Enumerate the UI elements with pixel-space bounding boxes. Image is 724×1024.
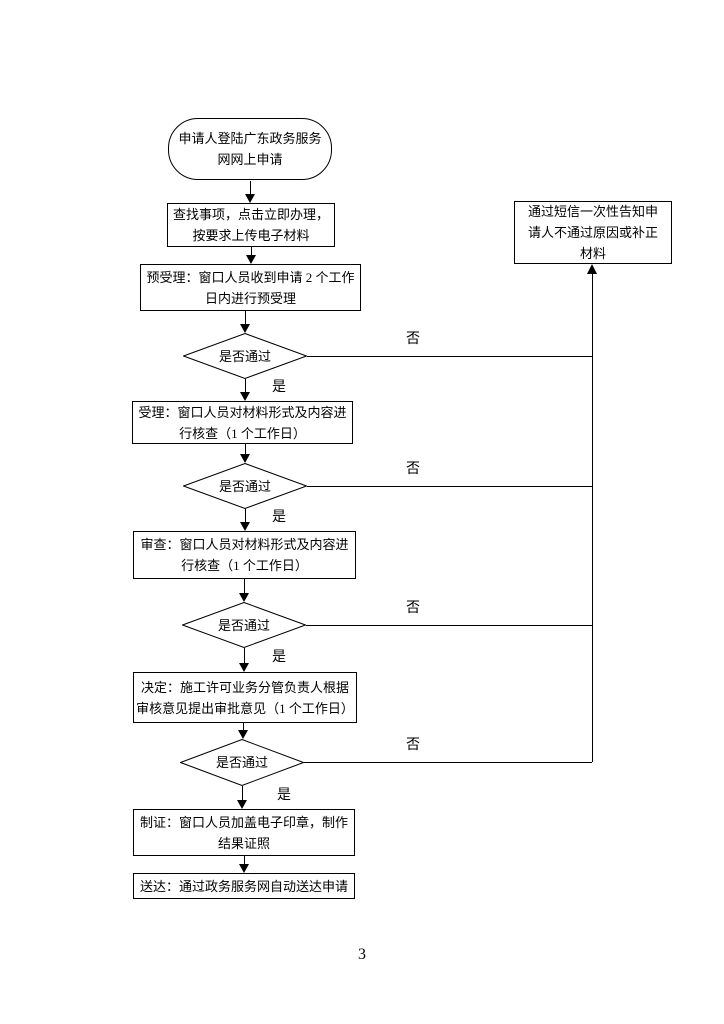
node-text-line: 是否通过 <box>218 478 271 494</box>
node-text-line: 是否通过 <box>215 755 268 770</box>
arrow-down-connector <box>239 856 249 873</box>
flow-node-decision-2: 是否通过 <box>183 463 307 509</box>
edge-label-no: 否 <box>406 462 420 477</box>
node-text-line: 受理：窗口人员对材料形式及内容进 <box>138 404 347 420</box>
edge-label-yes: 是 <box>277 788 291 803</box>
flow-node-notify: 通过短信一次性告知申 请人不通过原因或补正 材料 <box>514 201 672 264</box>
no-branch-line <box>304 762 592 763</box>
node-text-line: 行核查（1 个工作日） <box>181 558 308 573</box>
edge-label-yes: 是 <box>272 650 286 665</box>
arrow-down-connector <box>246 247 256 264</box>
arrow-down-connector <box>238 723 248 739</box>
decision-diamond-shape <box>180 739 304 786</box>
arrow-down-connector <box>239 648 249 672</box>
node-text-line: 通过短信一次性告知申 <box>527 204 658 219</box>
node-text-line: 决定：施工许可业务分管负责人根据 <box>140 679 349 695</box>
node-text-line: 预受理：窗口人员收到申请 2 个工作 <box>146 269 355 285</box>
arrow-down-icon <box>246 255 256 264</box>
edge-label-no: 否 <box>406 738 420 753</box>
node-text-line: 材料 <box>579 246 606 261</box>
arrow-down-connector <box>239 579 249 602</box>
arrow-down-connector <box>245 181 255 203</box>
node-text-line: 制证：窗口人员加盖电子印章，制作 <box>139 814 348 830</box>
arrow-down-connector <box>240 379 250 401</box>
flow-node-search: 查找事项，点击立即办理， 按要求上传电子材料 <box>167 203 335 247</box>
node-text-line: 结果证照 <box>217 835 270 851</box>
arrow-down-icon <box>240 392 250 401</box>
edge-label-no: 否 <box>406 601 420 616</box>
no-branch-line <box>306 625 592 626</box>
node-text-line: 审查：窗口人员对材料形式及内容进 <box>140 537 349 552</box>
node-text-line: 请人不通过原因或补正 <box>527 225 658 240</box>
flow-node-start: 申请人登陆广东政务服务 网网上申请 <box>168 118 332 180</box>
node-text-line: 网网上申请 <box>217 152 283 167</box>
arrow-down-connector <box>240 311 250 333</box>
arrow-down-icon <box>237 800 247 809</box>
node-text-line: 是否通过 <box>218 348 271 364</box>
flow-node-decide: 决定：施工许可业务分管负责人根据 审核意见提出审批意见（1 个工作日） <box>133 672 357 723</box>
arrow-down-connector <box>240 444 250 463</box>
return-line <box>592 273 593 762</box>
decision-diamond-shape <box>183 463 307 509</box>
flow-node-decision-1: 是否通过 <box>183 333 307 379</box>
flow-node-review: 审查：窗口人员对材料形式及内容进 行核查（1 个工作日） <box>133 531 356 579</box>
flow-node-deliver: 送达：通过政务服务网自动送达申请 <box>133 873 355 899</box>
node-text-line: 审核意见提出审批意见（1 个工作日） <box>136 700 354 716</box>
arrow-down-icon <box>240 324 250 333</box>
decision-diamond-shape <box>183 333 307 379</box>
node-text-line: 日内进行预受理 <box>204 290 296 306</box>
edge-label-yes: 是 <box>272 510 286 525</box>
node-text-line: 行核查（1 个工作日） <box>179 425 306 441</box>
node-text-line: 是否通过 <box>217 617 270 633</box>
flow-node-decision-4: 是否通过 <box>180 739 304 786</box>
arrow-down-connector <box>237 786 247 809</box>
arrow-down-connector <box>240 509 250 531</box>
flow-node-pre-accept: 预受理：窗口人员收到申请 2 个工作 日内进行预受理 <box>140 264 361 311</box>
no-branch-line <box>307 356 592 357</box>
node-text-line: 申请人登陆广东政务服务 <box>178 131 322 146</box>
flow-node-accept: 受理：窗口人员对材料形式及内容进 行核查（1 个工作日） <box>132 401 353 444</box>
decision-diamond-shape <box>182 602 306 648</box>
page-number: 3 <box>358 946 366 963</box>
edge-label-yes: 是 <box>272 380 286 395</box>
arrow-down-icon <box>245 194 255 203</box>
flow-node-certify: 制证：窗口人员加盖电子印章，制作 结果证照 <box>133 809 355 856</box>
node-text-line: 查找事项，点击立即办理， <box>172 207 329 222</box>
node-text-line: 按要求上传电子材料 <box>192 228 310 243</box>
edge-label-no: 否 <box>406 332 420 347</box>
arrow-down-icon <box>239 593 249 602</box>
arrow-down-icon <box>240 454 250 463</box>
arrow-down-icon <box>239 663 249 672</box>
arrow-down-icon <box>240 522 250 531</box>
arrow-down-icon <box>238 730 248 739</box>
arrow-up-icon <box>587 264 597 274</box>
no-branch-line <box>307 486 592 487</box>
flow-node-decision-3: 是否通过 <box>182 602 306 648</box>
node-text-line: 送达：通过政务服务网自动送达申请 <box>139 878 348 894</box>
arrow-down-icon <box>239 864 249 873</box>
